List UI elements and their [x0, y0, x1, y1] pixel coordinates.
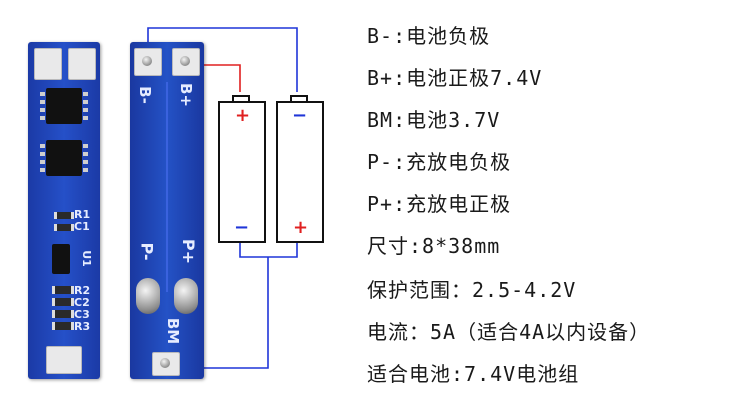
label-r3: R3 — [74, 320, 91, 333]
resistor-r2 — [52, 286, 74, 294]
label-b-minus: B- — [135, 86, 154, 104]
spec-size: 尺寸:8*38mm — [367, 234, 501, 258]
capacitor-c2 — [52, 298, 74, 306]
capacitor-c1 — [54, 224, 74, 231]
label-r1: R1 — [74, 208, 91, 221]
pad-top-left — [34, 48, 62, 80]
spec-p-plus: P+:充放电正极 — [367, 192, 512, 216]
spec-suitable-battery: 适合电池:7.4V电池组 — [367, 362, 580, 386]
label-c1: C1 — [74, 220, 90, 233]
label-b-plus: B+ — [177, 82, 196, 108]
blue-wire-b-minus — [147, 27, 298, 92]
pcb-top-view: R1 C1 U1 R2 C2 C3 R3 — [28, 42, 100, 379]
battery-2-cap — [290, 95, 308, 103]
spec-bm: BM:电池3.7V — [367, 108, 501, 132]
label-c2: C2 — [74, 296, 90, 309]
mosfet-chip-1 — [46, 88, 82, 124]
resistor-r3 — [52, 322, 74, 330]
capacitor-c3 — [52, 310, 74, 318]
label-p-plus: P+ — [179, 238, 199, 265]
label-r2: R2 — [74, 284, 91, 297]
label-bm: BM — [164, 317, 183, 345]
battery-2-plus-sign: + — [293, 217, 309, 238]
label-u1: U1 — [79, 250, 93, 267]
resistor-r1 — [54, 212, 74, 219]
battery-1-minus-sign: − — [234, 217, 250, 238]
label-p-minus: P- — [137, 242, 157, 261]
center-divider — [166, 82, 168, 292]
blue-wire-bm — [190, 257, 269, 369]
battery-1-cap — [232, 95, 250, 103]
pcb-bottom-view: B- B+ P- P+ BM — [130, 42, 204, 379]
pad-bottom — [46, 346, 82, 374]
spec-b-minus: B-:电池负极 — [367, 24, 491, 48]
blue-wire-series — [239, 241, 298, 258]
battery-2: − + — [276, 101, 324, 243]
spec-current: 电流：5A（适合4A以内设备） — [367, 320, 651, 344]
pad-top-right — [68, 48, 96, 80]
battery-2-minus-sign: − — [292, 105, 308, 126]
spec-b-plus: B+:电池正极7.4V — [367, 66, 543, 90]
battery-1-plus-sign: + — [235, 105, 251, 126]
protection-ic-u1 — [52, 244, 70, 274]
spec-protection-range: 保护范围：2.5-4.2V — [367, 278, 577, 302]
red-wire-b-plus — [190, 64, 241, 92]
spec-p-minus: P-:充放电负极 — [367, 150, 512, 174]
battery-1: + − — [218, 101, 266, 243]
pad-p-minus — [136, 278, 160, 314]
pad-p-plus — [174, 278, 198, 314]
label-c3: C3 — [74, 308, 90, 321]
mosfet-chip-2 — [46, 140, 82, 176]
